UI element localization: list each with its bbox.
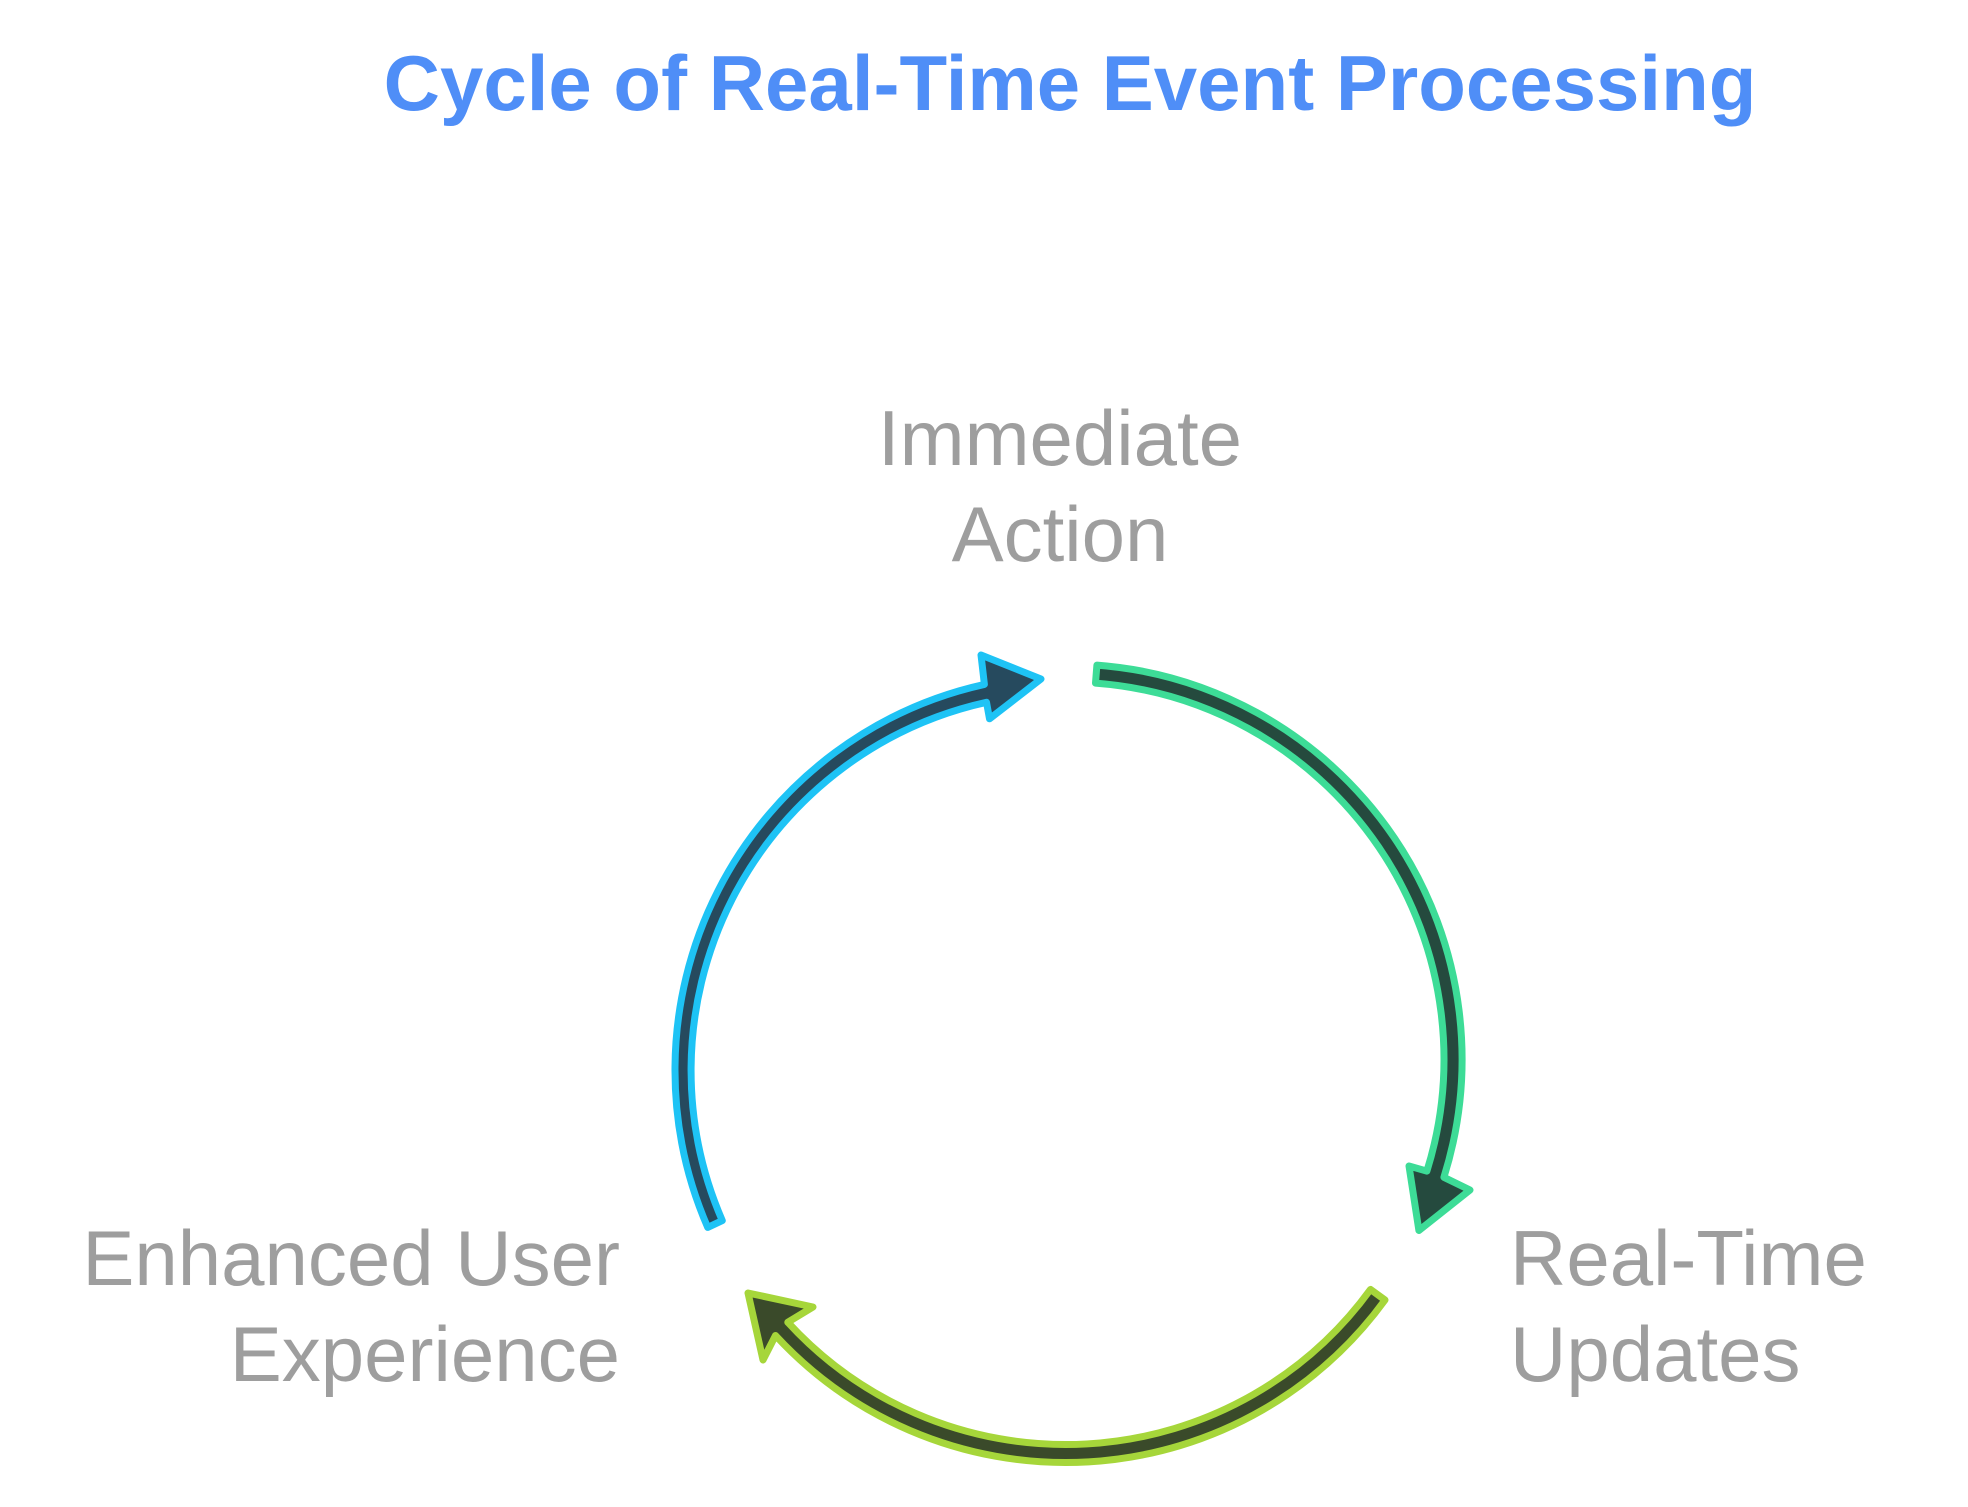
diagram-title: Cycle of Real-Time Event Processing <box>383 39 1757 127</box>
step-enhanced-user-experience: Enhanced User Experience <box>40 1210 620 1402</box>
step-enhanced-user-experience-line-2: Experience <box>229 1310 620 1398</box>
step-immediate-action-line-2: Action <box>951 490 1169 578</box>
arrow-experience-to-action <box>671 651 1045 1231</box>
step-immediate-action: Immediate Action <box>810 390 1310 582</box>
step-real-time-updates-line-2: Updates <box>1510 1310 1801 1398</box>
arrow-updates-to-experience <box>744 1285 1389 1466</box>
step-real-time-updates: Real-Time Updates <box>1510 1210 1930 1402</box>
step-enhanced-user-experience-line-1: Enhanced User <box>82 1214 620 1302</box>
arrow-action-to-updates <box>1092 661 1474 1234</box>
step-immediate-action-line-1: Immediate <box>877 394 1243 482</box>
step-real-time-updates-line-1: Real-Time <box>1510 1214 1867 1302</box>
